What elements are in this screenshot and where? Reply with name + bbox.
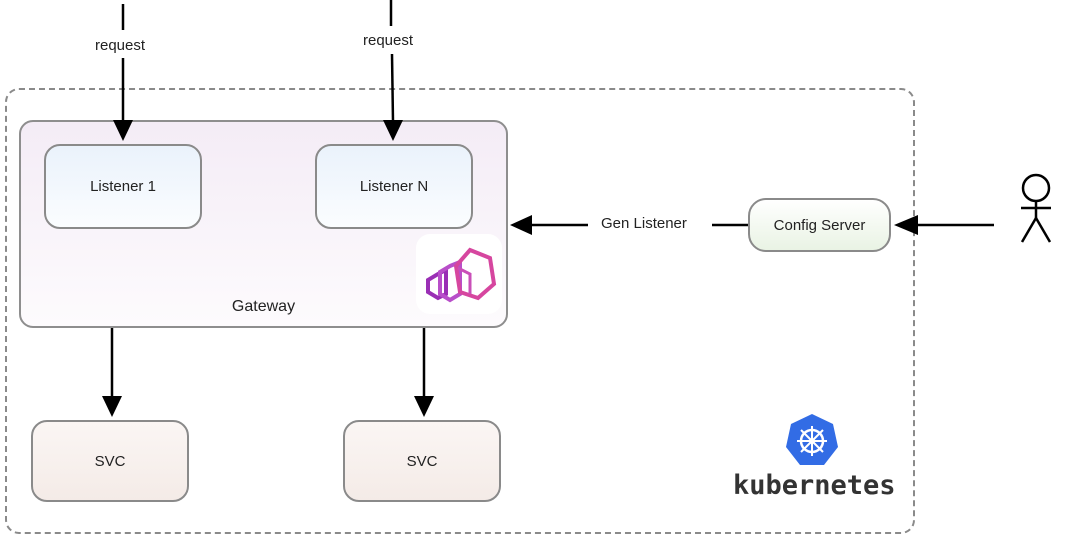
svc-1-node[interactable]: SVC [31,420,189,502]
config-server-node[interactable]: Config Server [748,198,891,252]
svc-1-label: SVC [94,452,126,470]
kubernetes-wordmark: kubernetes [733,470,896,501]
request-edge-1 [113,4,133,141]
user-stick-figure-icon [1020,173,1052,243]
gateway-label: Gateway [231,298,296,315]
config-server-label: Config Server [773,216,866,234]
kubernetes-cluster-boundary [5,88,915,534]
request-label-1: request [91,37,150,54]
request-label-n: request [359,32,418,49]
gateway-to-svc-2-edge [414,328,434,417]
svc-2-label: SVC [406,452,438,470]
gateway-to-svc-1-edge [102,328,122,417]
actor-to-config-edge [894,215,994,235]
kubernetes-logo-icon [786,414,838,465]
listener-n-label: Listener N [359,178,429,195]
listener-1-node[interactable]: Listener 1 [44,144,202,229]
listener-n-node[interactable]: Listener N [315,144,473,229]
request-edge-n [383,0,403,141]
listener-1-label: Listener 1 [90,178,156,195]
svc-2-node[interactable]: SVC [343,420,501,502]
gen-listener-label: Gen Listener [597,215,691,232]
gen-listener-edge [510,215,748,235]
envoy-icon [416,234,502,314]
